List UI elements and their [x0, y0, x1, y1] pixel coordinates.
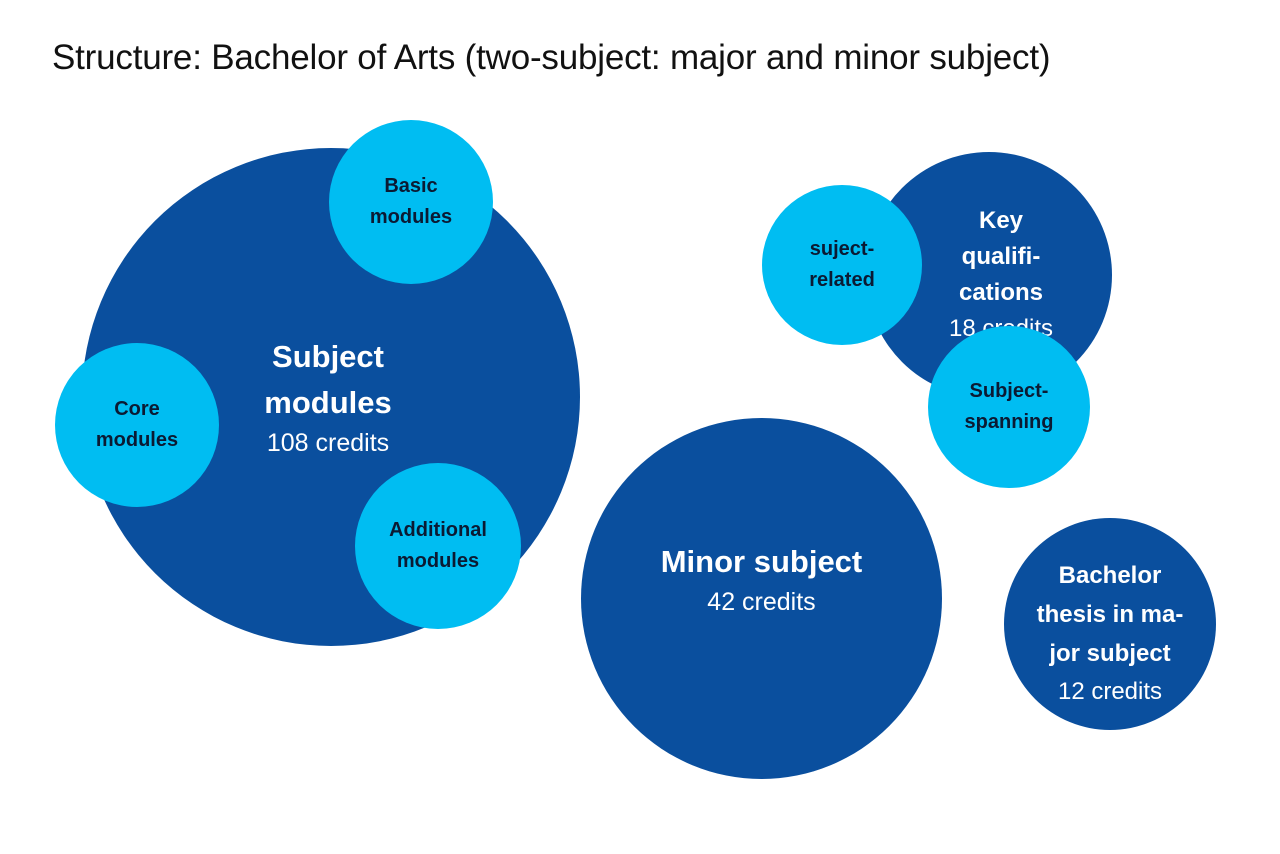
basic-modules-circle: Basic modules [329, 120, 493, 284]
subject-spanning-circle: Subject- spanning [928, 326, 1090, 488]
additional-modules-label: Additional modules [389, 519, 487, 572]
diagram-title: Structure: Bachelor of Arts (two-subject… [52, 38, 1051, 77]
subject-modules-credits: 108 credits [266, 429, 390, 457]
minor-subject-label: Minor subject [660, 543, 863, 579]
subject-related-circle: suject- related [762, 185, 922, 345]
subject-related-label: suject- related [809, 238, 875, 291]
subject-modules-label: Subject modules [264, 339, 392, 420]
core-modules-label: Core modules [95, 398, 179, 451]
bachelor-thesis-credits: 12 credits [1057, 678, 1163, 705]
subject-spanning-label: Subject- spanning [964, 380, 1054, 433]
key-qualifications-label: Key qualifi- cations [958, 207, 1044, 306]
core-modules-circle: Core modules [55, 343, 219, 507]
additional-modules-circle: Additional modules [355, 463, 521, 629]
basic-modules-label: Basic modules [369, 175, 453, 228]
bachelor-thesis-label: Bachelor thesis in ma- jor subject [1036, 562, 1184, 667]
bachelor-thesis-circle: Bachelor thesis in ma- jor subject 12 cr… [1004, 518, 1216, 730]
minor-subject-credits: 42 credits [707, 587, 816, 616]
minor-subject-circle: Minor subject 42 credits [581, 418, 942, 779]
